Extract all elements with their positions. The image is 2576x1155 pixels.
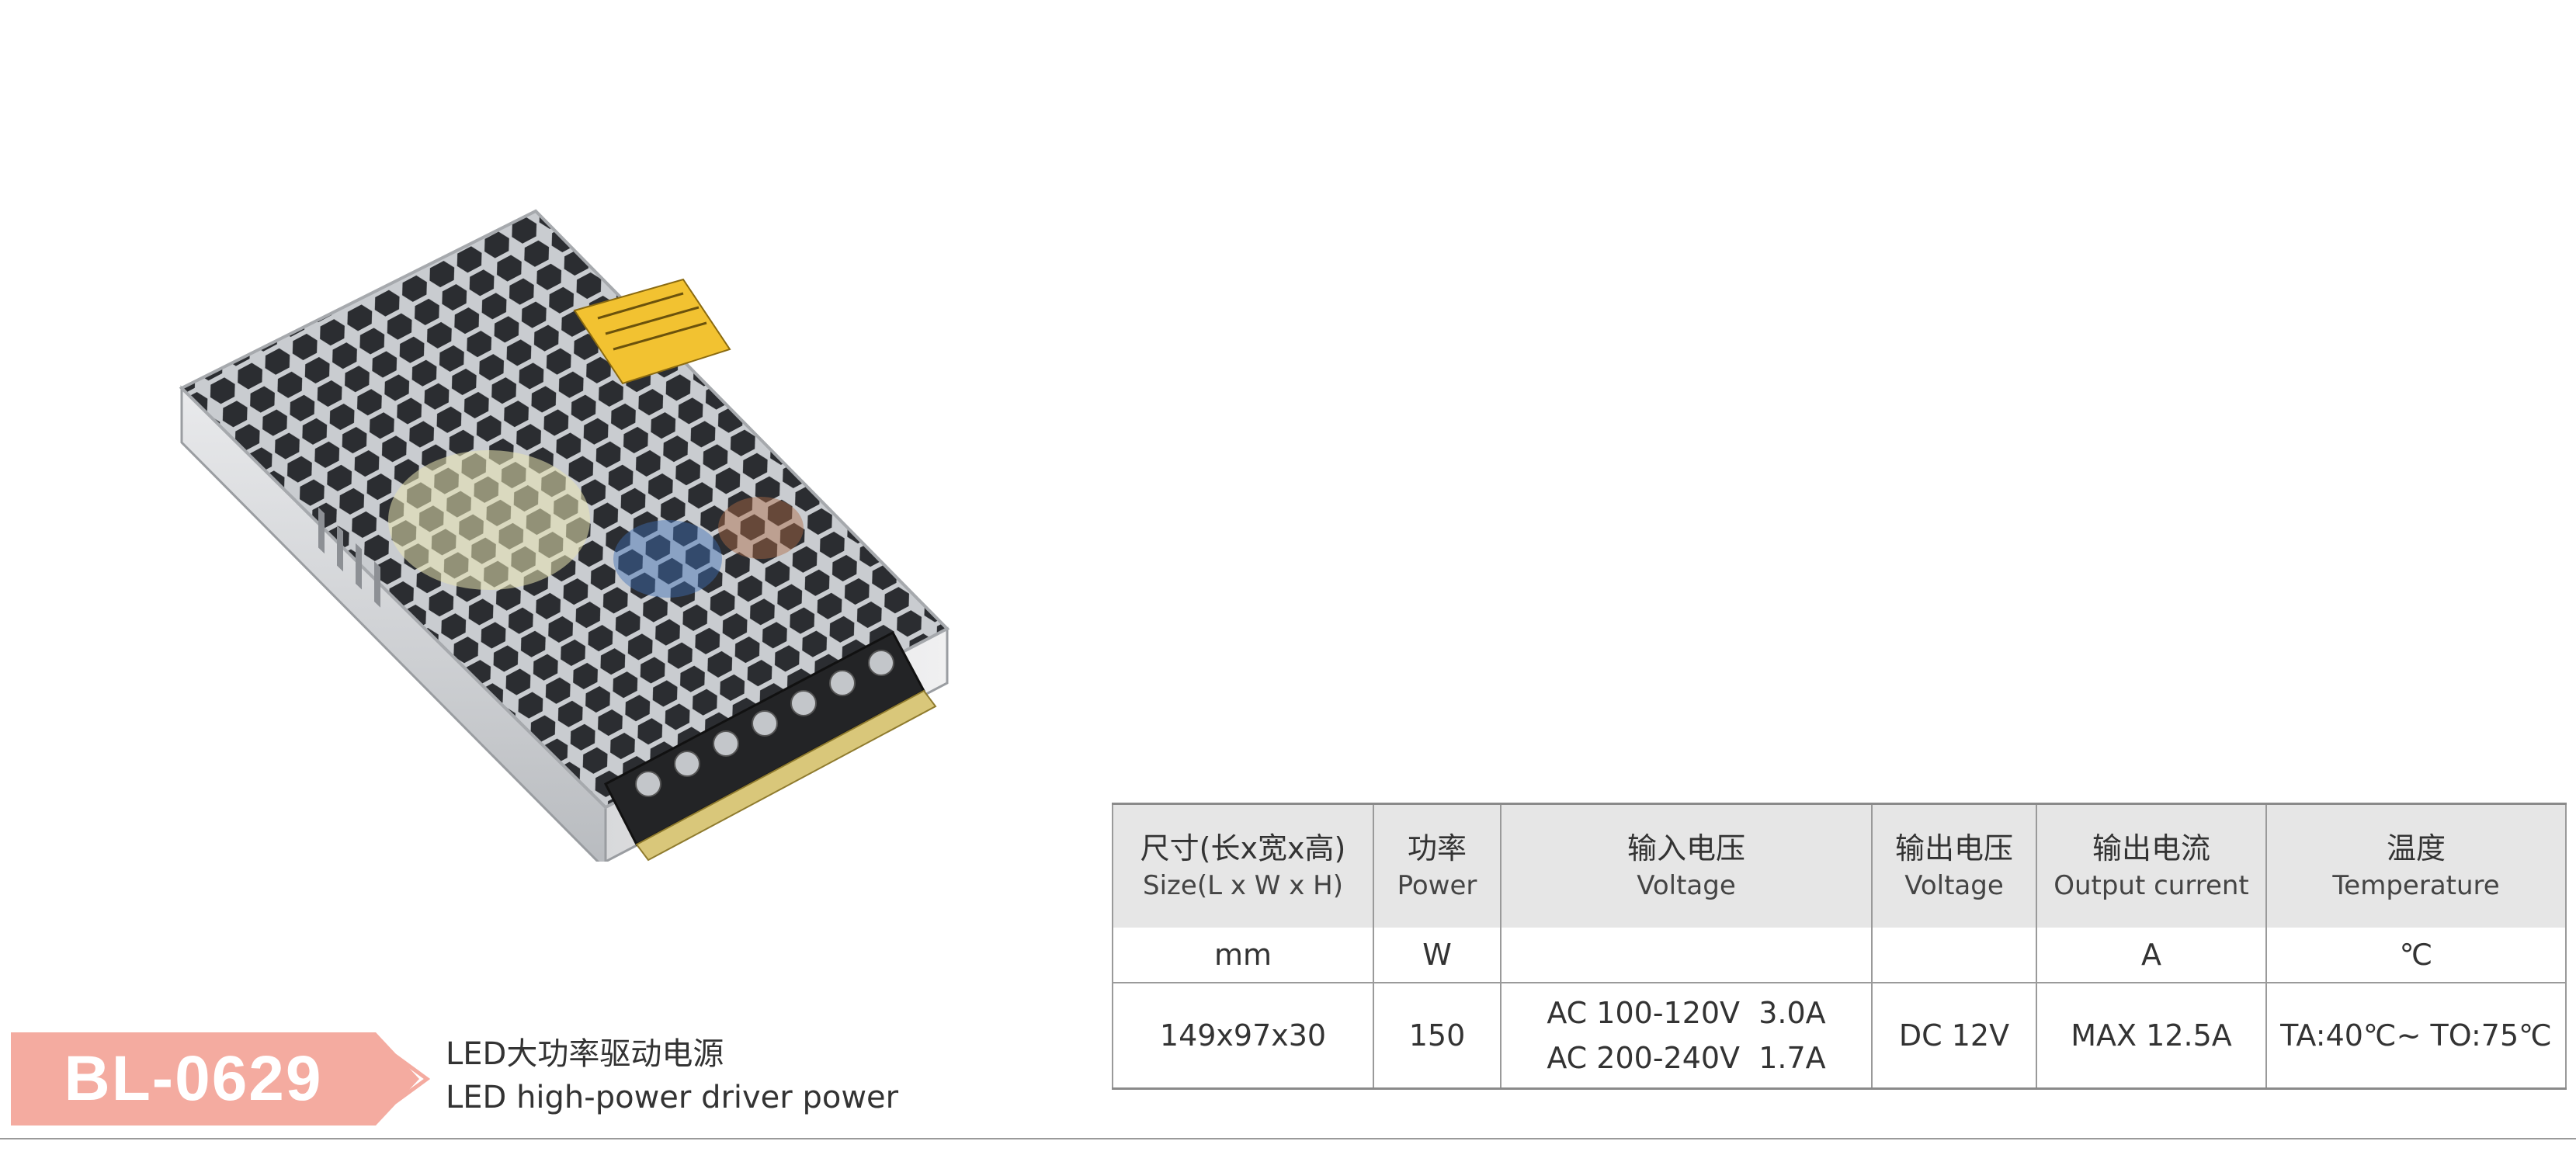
table-values-row: 149x97x30 150 AC 100-120V 3.0A AC 200-24… bbox=[1112, 983, 2567, 1090]
header-output-voltage: 输出电压 Voltage bbox=[1871, 803, 2037, 928]
value-output-current: MAX 12.5A bbox=[2036, 983, 2267, 1090]
product-name-zh: LED大功率驱动电源 bbox=[446, 1036, 724, 1072]
header-temperature: 温度 Temperature bbox=[2265, 803, 2567, 928]
header-input-voltage-en: Voltage bbox=[1637, 870, 1736, 901]
header-power: 功率 Power bbox=[1373, 803, 1502, 928]
value-output-voltage: DC 12V bbox=[1871, 983, 2037, 1090]
header-power-zh: 功率 bbox=[1407, 831, 1467, 865]
header-temperature-zh: 温度 bbox=[2386, 831, 2446, 865]
header-temperature-en: Temperature bbox=[2332, 870, 2500, 901]
header-output-current: 输出电流 Output current bbox=[2036, 803, 2267, 928]
table-units-row: mm W A ℃ bbox=[1112, 928, 2567, 983]
product-name-en: LED high-power driver power bbox=[446, 1080, 899, 1115]
value-size: 149x97x30 bbox=[1112, 983, 1374, 1090]
unit-temperature: ℃ bbox=[2265, 928, 2567, 983]
table-header-row: 尺寸(长x宽x高) Size(L x W x H) 功率 Power 输入电压 … bbox=[1112, 803, 2567, 928]
header-output-current-zh: 输出电流 bbox=[2092, 831, 2210, 865]
header-output-current-en: Output current bbox=[2054, 870, 2249, 901]
value-input-voltage: AC 100-120V 3.0A AC 200-240V 1.7A bbox=[1500, 983, 1873, 1090]
header-input-voltage-zh: 输入电压 bbox=[1626, 831, 1745, 865]
header-size-zh: 尺寸(长x宽x高) bbox=[1140, 831, 1346, 865]
header-size: 尺寸(长x宽x高) Size(L x W x H) bbox=[1112, 803, 1374, 928]
value-input-voltage-2: AC 200-240V 1.7A bbox=[1547, 1041, 1826, 1075]
unit-power: W bbox=[1373, 928, 1502, 983]
header-output-voltage-zh: 输出电压 bbox=[1894, 831, 2013, 865]
value-input-voltage-1: AC 100-120V 3.0A bbox=[1547, 996, 1826, 1030]
bottom-divider bbox=[0, 1138, 2576, 1139]
header-size-en: Size(L x W x H) bbox=[1143, 870, 1343, 901]
header-input-voltage: 输入电压 Voltage bbox=[1500, 803, 1873, 928]
value-temperature: TA:40℃~ TO:75℃ bbox=[2265, 983, 2567, 1090]
unit-output-current: A bbox=[2036, 928, 2267, 983]
header-power-en: Power bbox=[1397, 870, 1477, 901]
power-supply-image bbox=[179, 209, 950, 862]
value-power: 150 bbox=[1373, 983, 1502, 1090]
model-badge bbox=[11, 1032, 430, 1126]
spec-table: 尺寸(长x宽x高) Size(L x W x H) 功率 Power 输入电压 … bbox=[1112, 803, 2567, 1090]
unit-output-voltage bbox=[1871, 928, 2037, 983]
model-code: BL-0629 bbox=[64, 1043, 323, 1114]
header-output-voltage-en: Voltage bbox=[1904, 870, 2004, 901]
unit-size: mm bbox=[1112, 928, 1374, 983]
unit-input-voltage bbox=[1500, 928, 1873, 983]
